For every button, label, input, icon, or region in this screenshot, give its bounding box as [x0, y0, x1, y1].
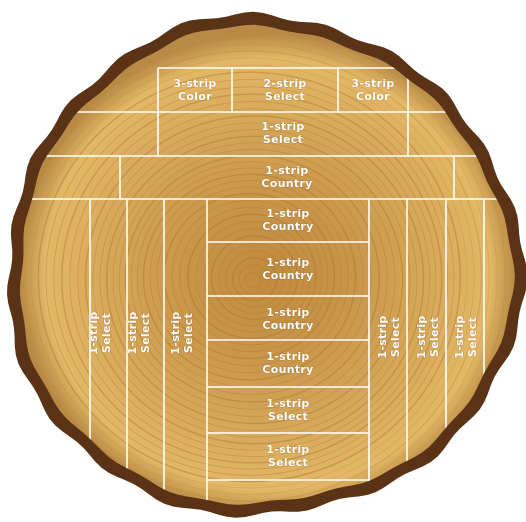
row2-cut-label: 1-stripSelect: [158, 120, 408, 146]
top-cut-label-3: 3-stripColor: [338, 77, 408, 103]
right-vertical-cut-label-3: 1-stripSelect: [453, 307, 479, 367]
right-vertical-cut-label-1: 1-stripSelect: [376, 307, 402, 367]
left-vertical-cut-label-1: 1-stripSelect: [87, 303, 113, 363]
center-cut-label-3: 1-stripCountry: [207, 306, 369, 332]
center-cut-label-1: 1-stripCountry: [207, 207, 369, 233]
center-cut-label-5: 1-stripSelect: [207, 397, 369, 423]
center-cut-label-6: 1-stripSelect: [207, 443, 369, 469]
center-cut-label-2: 1-stripCountry: [207, 256, 369, 282]
right-vertical-cut-label-2: 1-stripSelect: [415, 307, 441, 367]
center-cut-label-4: 1-stripCountry: [207, 350, 369, 376]
top-cut-label-2: 2-stripSelect: [232, 77, 338, 103]
left-vertical-cut-label-3: 1-stripSelect: [169, 303, 195, 363]
top-cut-label-1: 3-stripColor: [158, 77, 232, 103]
row3-cut-label: 1-stripCountry: [120, 164, 454, 190]
left-vertical-cut-label-2: 1-stripSelect: [126, 303, 152, 363]
